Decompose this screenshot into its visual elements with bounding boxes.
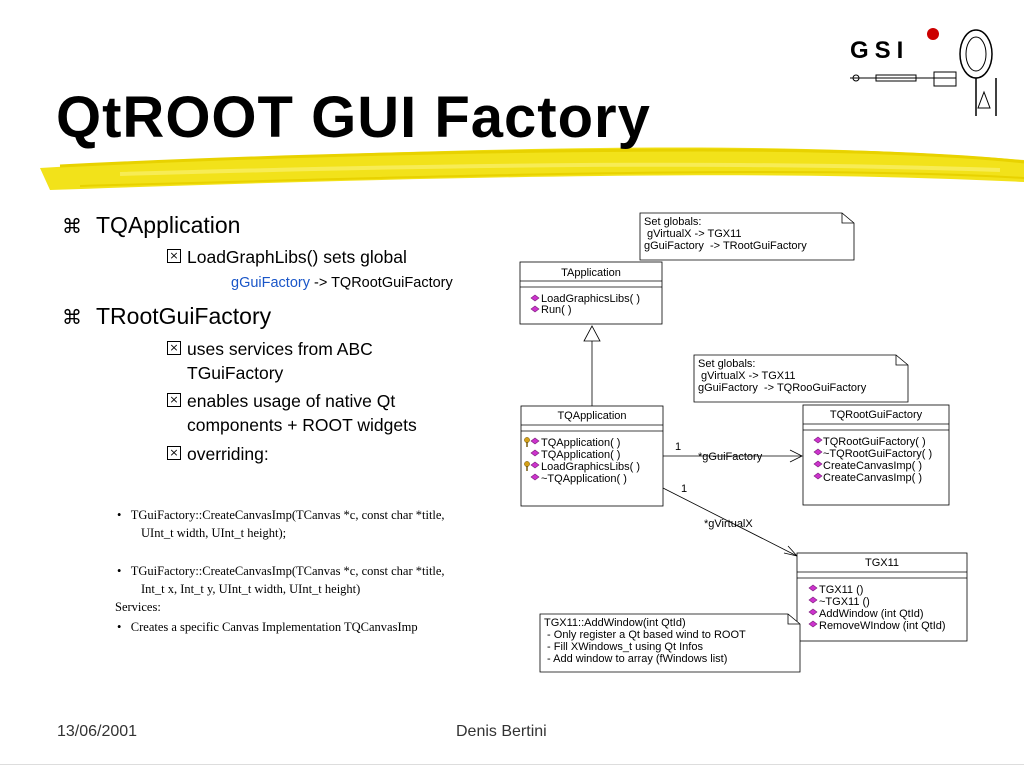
svg-text:LoadGraphicsLibs( ): LoadGraphicsLibs( )	[541, 293, 640, 305]
svg-text:TQApplication( ): TQApplication( )	[541, 437, 620, 449]
checkbox-bullet-icon: ×	[167, 341, 181, 355]
association-gvirtualx: 1 *gVirtualX	[662, 483, 799, 557]
svg-text:~TQApplication( ): ~TQApplication( )	[541, 473, 627, 485]
bullet-overriding: × overriding:	[167, 442, 487, 466]
svg-text:- Fill XWindows_t using Qt Inf: - Fill XWindows_t using Qt Infos	[544, 641, 703, 653]
services-label: Services:	[115, 600, 161, 614]
svg-text:~TGX11 (): ~TGX11 ()	[819, 596, 870, 608]
footer-author: Denis Bertini	[456, 723, 547, 740]
svg-text:TGX11::AddWindow(int QtId): TGX11::AddWindow(int QtId)	[544, 617, 686, 629]
bullet-loadgraphlibs: × LoadGraphLibs() sets global	[167, 245, 487, 269]
multiplicity: 1	[675, 441, 681, 453]
inheritance-arrow	[583, 325, 601, 406]
svg-text:CreateCanvasImp( ): CreateCanvasImp( )	[823, 460, 922, 472]
code-bullet-1-cont: UInt_t width, UInt_t height);	[141, 526, 287, 540]
svg-text:Set globals:: Set globals:	[698, 358, 755, 370]
class-name: TQRootGuiFactory	[830, 409, 923, 421]
svg-text:CreateCanvasImp( ): CreateCanvasImp( )	[823, 472, 922, 484]
role-name: *gVirtualX	[704, 518, 753, 530]
code-bullet-2: • TGuiFactory::CreateCanvasImp(TCanvas *…	[117, 564, 445, 578]
svg-text:gVirtualX -> TGX11: gVirtualX -> TGX11	[698, 370, 796, 382]
svg-text:Run( ): Run( )	[541, 304, 572, 316]
svg-text:gGuiFactory -> TRootGuiFactor: gGuiFactory -> TRootGuiFactory	[644, 240, 807, 252]
gguifactory-line: gGuiFactory -> TQRootGuiFactory	[231, 275, 453, 291]
svg-text:TGX11 (): TGX11 ()	[819, 584, 863, 596]
class-tapplication: TApplication LoadGraphicsLibs( ) Run( )	[519, 261, 663, 325]
note-set-globals-2: Set globals: gVirtualX -> TGX11 gGuiFact…	[693, 354, 909, 403]
svg-text:RemoveWIndow (int QtId): RemoveWIndow (int QtId)	[819, 620, 946, 632]
svg-text:gGuiFactory -> TQRooGuiFactor: gGuiFactory -> TQRooGuiFactory	[698, 382, 867, 394]
bullet-uses-services: × uses services from ABC TGuiFactory	[167, 337, 487, 385]
bullet-enables-usage: × enables usage of native Qt components …	[167, 389, 487, 437]
slide-title: QtROOT GUI Factory	[56, 85, 651, 150]
checkbox-bullet-icon: ×	[167, 249, 181, 263]
note-addwindow: TGX11::AddWindow(int QtId) - Only regist…	[539, 613, 801, 673]
checkbox-bullet-icon: ×	[167, 446, 181, 460]
footer-divider	[0, 764, 1024, 765]
checkbox-bullet-icon: ×	[167, 393, 181, 407]
gsi-logo: GSI	[846, 26, 1022, 120]
code-bullet-2-cont: Int_t x, Int_t y, UInt_t width, UInt_t h…	[141, 582, 361, 596]
svg-text:TQApplication( ): TQApplication( )	[541, 449, 620, 461]
class-name: TApplication	[561, 267, 621, 279]
class-tqapplication: TQApplication TQApplication( ) TQApplica…	[520, 405, 664, 507]
svg-text:LoadGraphicsLibs( ): LoadGraphicsLibs( )	[541, 461, 640, 473]
title-underline-swoosh	[40, 147, 1024, 190]
code-bullet-3: • Creates a specific Canvas Implementati…	[117, 620, 418, 634]
bullet-mark-icon: ⌘	[62, 214, 82, 238]
svg-text:AddWindow (int QtId): AddWindow (int QtId)	[819, 608, 924, 620]
class-name: TGX11	[865, 557, 899, 569]
class-tqrootguifactory: TQRootGuiFactory TQRootGuiFactory( ) ~TQ…	[802, 404, 950, 506]
role-name: *gGuiFactory	[698, 451, 763, 463]
class-tgx11: TGX11 TGX11 () ~TGX11 () AddWindow (int …	[796, 552, 968, 642]
bullet-mark-icon: ⌘	[62, 305, 82, 329]
bullet-tqapplication: ⌘TQApplication	[62, 212, 241, 238]
code-bullet-1: • TGuiFactory::CreateCanvasImp(TCanvas *…	[117, 508, 445, 522]
svg-text:gVirtualX -> TGX11: gVirtualX -> TGX11	[644, 228, 742, 240]
association-gguifactory: 1 *gGuiFactory	[663, 441, 803, 463]
svg-text:~TQRootGuiFactory( ): ~TQRootGuiFactory( )	[823, 448, 932, 460]
class-name: TQApplication	[557, 410, 626, 422]
svg-text:- Add window to array (fWindow: - Add window to array (fWindows list)	[544, 653, 727, 665]
note-set-globals-1: Set globals: gVirtualX -> TGX11 gGuiFact…	[639, 212, 855, 261]
svg-text:TQRootGuiFactory( ): TQRootGuiFactory( )	[823, 436, 926, 448]
svg-text:- Only register a Qt based win: - Only register a Qt based wind to ROOT	[544, 629, 746, 641]
svg-text:Set globals:: Set globals:	[644, 216, 701, 228]
logo-text: GSI	[850, 37, 909, 64]
gguifactory-link[interactable]: gGuiFactory	[231, 275, 310, 291]
bullet-trootguifactory: ⌘TRootGuiFactory	[62, 303, 272, 329]
footer-date: 13/06/2001	[57, 723, 138, 740]
multiplicity: 1	[681, 483, 687, 495]
